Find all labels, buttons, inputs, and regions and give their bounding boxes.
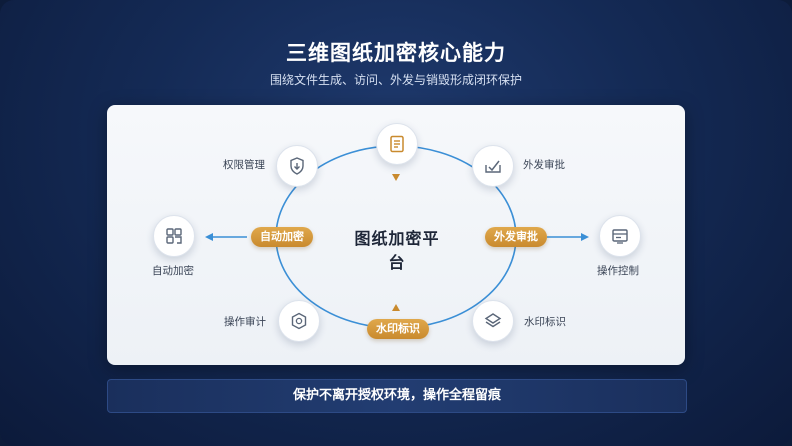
document-icon <box>390 135 404 153</box>
node-outgoing[interactable] <box>472 145 514 187</box>
marker-top <box>392 174 400 181</box>
node-auto-encrypt[interactable] <box>153 215 195 257</box>
footer-banner: 保护不离开授权环境，操作全程留痕 <box>107 379 687 413</box>
node-watermark[interactable] <box>472 300 514 342</box>
center-label: 图纸加密平台 <box>354 229 440 272</box>
label-watermark: 水印标识 <box>524 316 566 328</box>
cube-icon <box>291 312 307 330</box>
label-outgoing: 外发审批 <box>523 159 565 171</box>
grid-icon <box>166 228 182 244</box>
pill-watermark: 水印标识 <box>367 319 429 339</box>
node-audit[interactable] <box>278 300 320 342</box>
approval-icon <box>485 160 501 173</box>
node-permission[interactable] <box>276 145 318 187</box>
left-arrow-head <box>205 233 213 241</box>
pill-outgoing-approval: 外发审批 <box>485 227 547 247</box>
label-audit: 操作审计 <box>224 316 266 328</box>
diagram-panel: 权限管理 外发审批 自动加密 <box>107 105 685 365</box>
label-permission: 权限管理 <box>223 159 265 171</box>
page-title: 三维图纸加密核心能力 <box>286 41 506 65</box>
pill-auto-encrypt: 自动加密 <box>251 227 313 247</box>
page-subtitle: 围绕文件生成、访问、外发与销毁形成闭环保护 <box>269 73 522 87</box>
label-operation-control: 操作控制 <box>597 265 639 277</box>
screen-icon <box>612 229 628 244</box>
node-top[interactable] <box>376 123 418 165</box>
label-auto-encrypt: 自动加密 <box>152 265 194 277</box>
marker-bottom <box>392 304 400 311</box>
layers-icon <box>484 313 502 328</box>
node-operation-control[interactable] <box>599 215 641 257</box>
right-arrow-head <box>581 233 589 241</box>
shield-icon <box>290 157 304 175</box>
